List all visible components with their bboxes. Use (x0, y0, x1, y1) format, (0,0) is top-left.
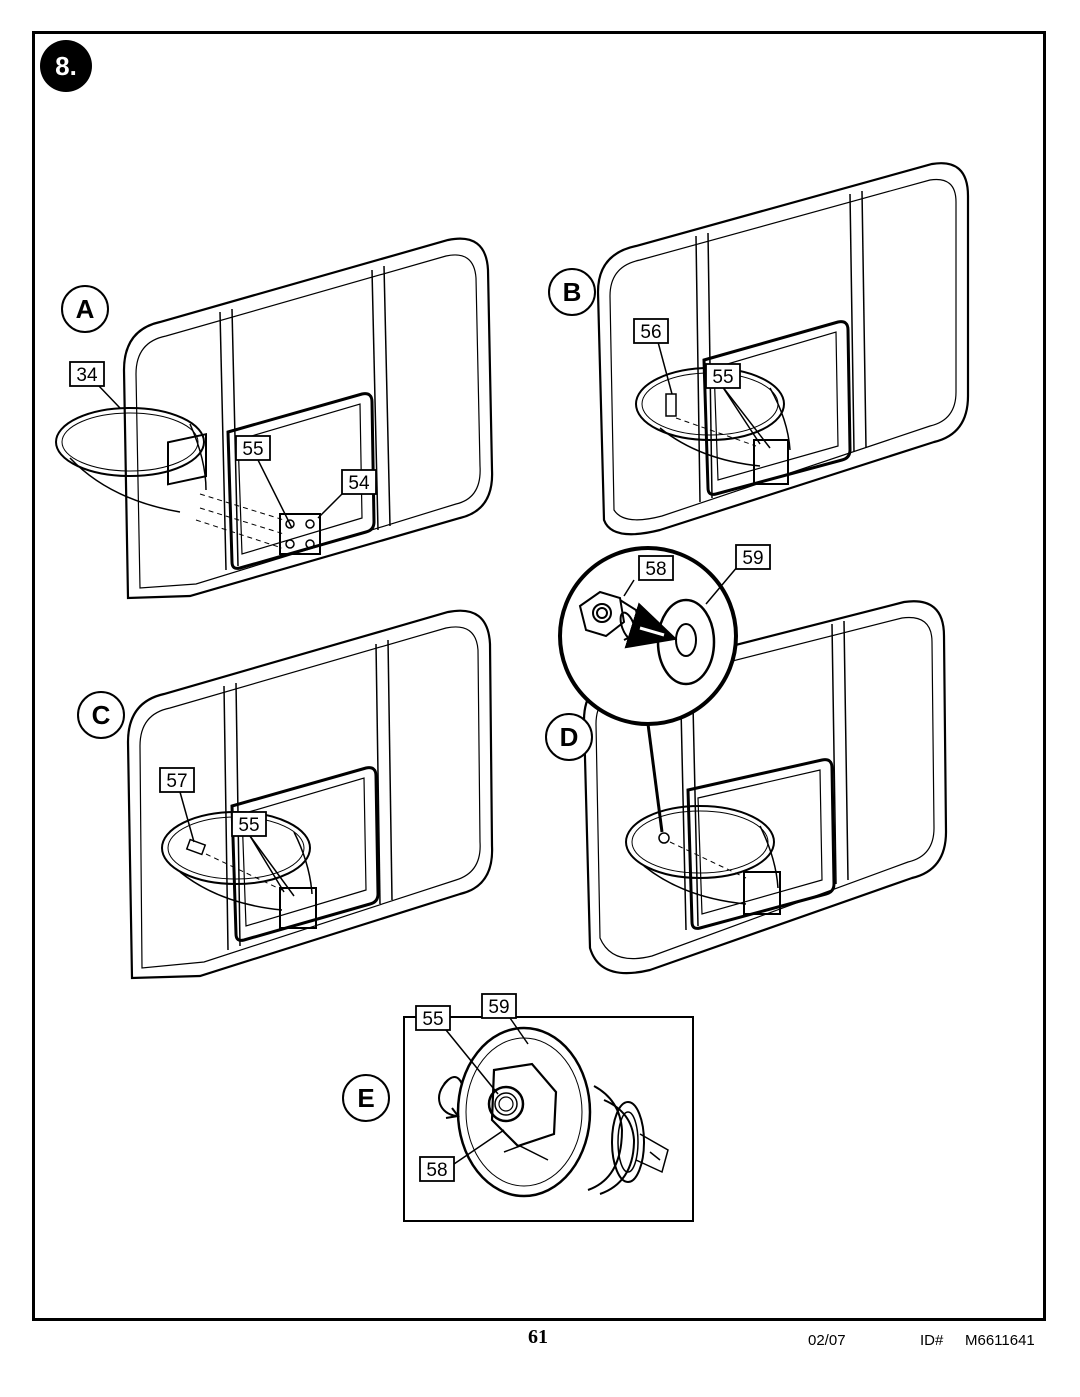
panel-a-letter: A (76, 294, 95, 324)
panel-b-backboard (596, 162, 970, 536)
panel-b-leaders (657, 341, 771, 449)
part-label-55-c: 55 (238, 815, 259, 836)
panel-a-rim (55, 407, 321, 555)
part-label-34: 34 (76, 365, 98, 386)
panel-e-detail-box (403, 1016, 694, 1222)
panel-d-letter: D (560, 722, 579, 752)
step-number-badge: 8. (40, 40, 92, 92)
part-label-58-d: 58 (645, 559, 666, 580)
part-label-59-d: 59 (742, 548, 763, 569)
revision-date: 02/07 (808, 1332, 846, 1349)
panel-b-letter: B (563, 277, 582, 307)
part-label-55-e: 55 (422, 1009, 443, 1030)
part-label-56: 56 (640, 322, 661, 343)
part-label-59-e: 59 (488, 997, 509, 1018)
panel-e-leaders (445, 1017, 529, 1165)
document-id: M6611641 (965, 1332, 1035, 1349)
part-label-58-e: 58 (426, 1160, 447, 1181)
panel-a-backboard (122, 237, 494, 600)
part-label-54: 54 (348, 473, 370, 494)
panel-letter-circles (61, 268, 596, 1122)
panel-d-detail-bubble (558, 546, 739, 726)
page-frame (32, 31, 1046, 1321)
part-label-55-a: 55 (242, 439, 263, 460)
panel-d-rim (625, 723, 781, 915)
panel-e-letter: E (357, 1083, 374, 1113)
panel-c-backboard (126, 609, 494, 980)
part-label-57: 57 (166, 771, 187, 792)
part-callout-boxes (69, 318, 771, 1182)
page-number: 61 (528, 1326, 548, 1348)
panel-c-letter: C (92, 700, 111, 730)
panel-c-leaders (179, 791, 295, 897)
part-label-55-b: 55 (712, 367, 733, 388)
document-id-label: ID# (920, 1332, 944, 1349)
